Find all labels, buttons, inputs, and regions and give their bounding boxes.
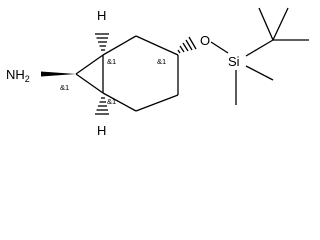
hash-bond-c6-h: [95, 97, 109, 115]
bond-tbu-methyl-upright: [272, 7, 289, 41]
atom-label-amine: NH2: [6, 67, 30, 84]
stereo-label-c7: &1: [60, 83, 69, 92]
hash-bond-c1-h: [95, 33, 109, 51]
bond-c1-c7: [75, 54, 104, 75]
bond-si-tbu: [245, 39, 274, 57]
atom-label-oxygen: O: [200, 33, 210, 48]
hash-bond-c3-o: [177, 36, 197, 54]
bond-c4-c5: [135, 94, 179, 112]
wedge-bond-c7-n: [41, 71, 76, 77]
stereo-label-c6: &1: [107, 97, 116, 106]
atom-label-amine-subscript: 2: [25, 74, 30, 84]
atom-label-hydrogen-top: H: [97, 8, 106, 23]
bond-o-si: [210, 41, 229, 54]
molecule-structure: NH2 H H O Si &1 &1 &1 &1: [6, 7, 309, 138]
bond-c5-c1: [102, 92, 137, 112]
atom-label-hydrogen-bottom: H: [97, 123, 106, 138]
stereo-label-c3: &1: [157, 57, 166, 66]
bond-tbu-methyl-up: [258, 7, 274, 41]
bond-si-methyl-right: [245, 65, 274, 81]
bond-c1-c2: [102, 35, 137, 56]
bond-c2-c3: [135, 35, 179, 56]
stereo-label-c1: &1: [107, 57, 116, 66]
atom-labels: NH2 H H O Si: [6, 8, 240, 138]
stereo-labels: &1 &1 &1 &1: [60, 57, 166, 106]
atom-label-silicon: Si: [228, 54, 240, 69]
bond-c6-c7: [75, 73, 104, 94]
bonds: [41, 7, 309, 115]
